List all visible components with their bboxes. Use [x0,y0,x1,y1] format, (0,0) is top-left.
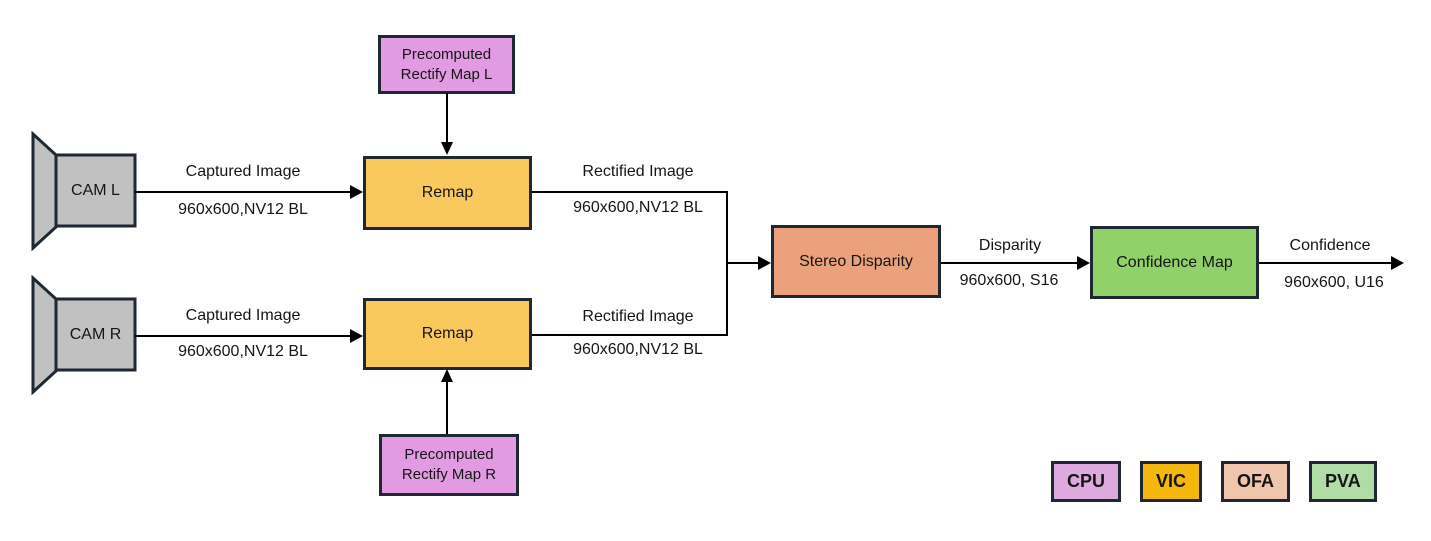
remap-r-node: Remap [363,298,532,370]
camera-l-lens-shape [31,131,58,252]
legend-pva-label: PVA [1325,471,1361,491]
captured-image-l-label: Captured Image [185,163,301,180]
captured-image-r-format: 960x600,NV12 BL [178,343,308,360]
legend-item-pva: PVA [1309,461,1377,502]
rectify-map-l-arrow [446,93,448,143]
disparity-label: Disparity [978,237,1042,254]
precomputed-r-line1: Precomputed [404,446,494,463]
rectified-image-l-format: 960x600,NV12 BL [573,199,703,216]
camera-r-body-shape [54,297,137,372]
precomputed-rectify-map-r-node: Precomputed Rectify Map R [379,434,519,496]
camera-l-body-shape [54,153,137,228]
confidence-arrow [1259,262,1392,264]
stereo-disparity-label: Stereo Disparity [799,252,913,270]
confidence-map-label: Confidence Map [1116,253,1233,271]
rectified-image-l-label: Rectified Image [582,163,694,180]
captured-image-l-arrowhead-icon [350,185,363,199]
legend-ofa-label: OFA [1237,471,1275,491]
camera-r-icon [31,275,137,396]
remap-l-label: Remap [421,184,474,201]
merge-arrow [726,262,759,264]
cam-l-label: CAM L [71,182,120,199]
processor-legend: CPU VIC OFA PVA [1051,461,1377,502]
captured-image-r-label: Captured Image [185,307,301,324]
precomputed-l-line1: Precomputed [401,45,492,63]
legend-cpu-label: CPU [1067,471,1106,491]
rectify-map-r-arrowhead-icon [441,369,453,382]
stereo-disparity-node: Stereo Disparity [771,225,941,298]
legend-item-ofa: OFA [1221,461,1291,502]
precomputed-r-line2: Rectify Map R [401,466,497,483]
precomputed-l-line2: Rectify Map L [400,65,493,83]
rectify-map-r-arrow [446,381,448,434]
merge-arrowhead-icon [758,256,771,270]
precomputed-rectify-map-r-label: Precomputed Rectify Map R [402,445,496,485]
confidence-label: Confidence [1289,237,1371,254]
precomputed-rectify-map-l-node: Precomputed Rectify Map L [378,35,515,94]
rectified-image-r-label: Rectified Image [582,308,694,325]
captured-image-r-arrow [135,335,352,337]
legend-item-cpu: CPU [1051,461,1122,502]
rectified-image-l-line [532,191,728,193]
cam-r-label: CAM R [69,326,122,343]
remap-r-label: Remap [421,325,474,342]
legend-item-vic: VIC [1140,461,1203,502]
rectified-image-r-line [532,334,728,336]
captured-image-l-arrow [135,191,352,193]
disparity-arrow [941,262,1078,264]
confidence-format: 960x600, U16 [1284,274,1384,291]
confidence-map-node: Confidence Map [1090,226,1259,299]
rectified-image-r-format: 960x600,NV12 BL [573,341,703,358]
camera-l-icon [31,131,137,252]
disparity-arrowhead-icon [1077,256,1090,270]
precomputed-rectify-map-l-label: Precomputed Rectify Map L [401,45,493,85]
disparity-format: 960x600, S16 [959,272,1059,289]
confidence-arrowhead-icon [1391,256,1404,270]
remap-l-node: Remap [363,156,532,230]
legend-vic-label: VIC [1156,471,1187,491]
captured-image-r-arrowhead-icon [350,329,363,343]
captured-image-l-format: 960x600,NV12 BL [178,201,308,218]
rectify-map-l-arrowhead-icon [441,142,453,155]
camera-r-lens-shape [31,275,58,396]
